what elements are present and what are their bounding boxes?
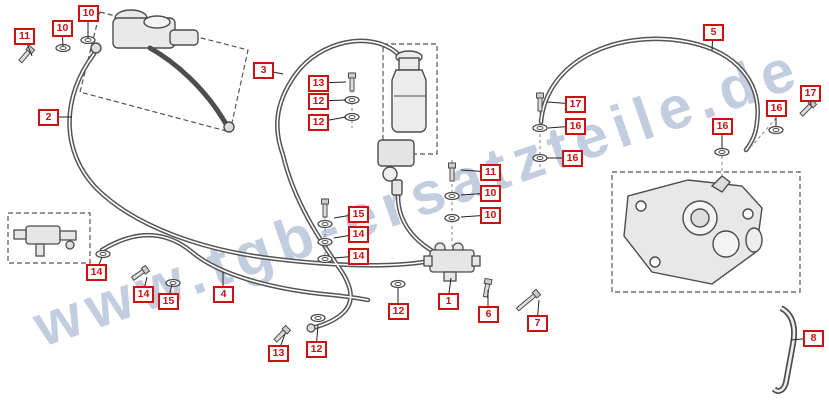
washer-12-a (344, 95, 360, 105)
bolt-11-left (17, 44, 36, 65)
reservoir-box (382, 43, 438, 155)
master-cylinder-group (90, 9, 235, 133)
bolt-13-bottom (272, 324, 292, 344)
brake-hoses-highlight (68, 38, 759, 329)
valve-box (7, 212, 91, 264)
washer-12-d (310, 313, 326, 323)
bolt-13-top (348, 72, 356, 92)
bolt-15 (321, 198, 329, 218)
washer-16-c (714, 147, 730, 157)
washer-14-d (95, 249, 111, 259)
washer-12-b (344, 112, 360, 122)
caliper-box (611, 171, 801, 293)
bolt-17-right (798, 98, 818, 118)
distributor-group (423, 242, 481, 282)
washer-15 (165, 278, 181, 288)
fasteners-group (17, 35, 818, 344)
rear-cylinder-group (377, 139, 415, 196)
caliper-group (623, 175, 763, 285)
washer-16-d (768, 125, 784, 135)
washer-12-c (390, 279, 406, 289)
washer-14-c (317, 254, 333, 264)
washer-14-a (317, 219, 333, 229)
hook-tool-group (771, 305, 798, 394)
washer-10-c (444, 191, 460, 201)
bolt-11-center (448, 162, 456, 182)
washer-16-b (532, 153, 548, 163)
bolt-7 (514, 288, 542, 313)
washer-10-d (444, 213, 460, 223)
bolt-6 (481, 277, 493, 298)
reservoir-group (391, 50, 427, 133)
washer-14-b (317, 237, 333, 247)
banjo-fitting (306, 323, 316, 333)
valve-group (13, 225, 77, 257)
bolt-17-left (536, 92, 544, 112)
washer-16-a (532, 123, 548, 133)
